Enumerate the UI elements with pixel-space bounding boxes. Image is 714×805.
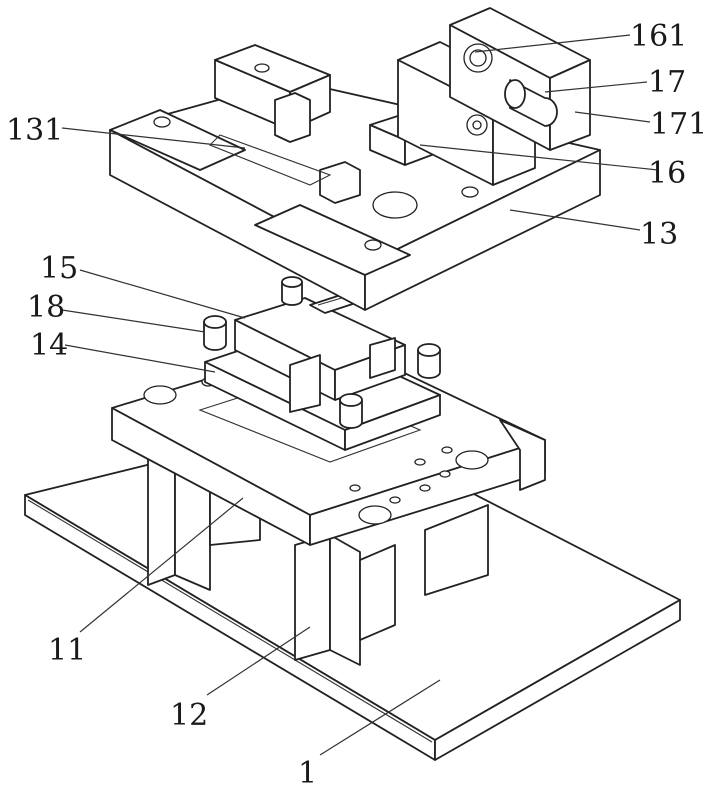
label-16: 16 <box>648 156 686 191</box>
label-1: 1 <box>298 756 317 791</box>
label-171: 171 <box>650 107 707 142</box>
upper-punch-block <box>209 44 361 204</box>
label-11: 11 <box>48 633 86 668</box>
leader-lines <box>61 34 659 756</box>
shaft-161 <box>504 79 558 127</box>
lower-insert-14 <box>204 297 441 451</box>
label-161: 161 <box>630 19 687 54</box>
label-131: 131 <box>6 113 63 148</box>
reference-labels: 161 17 171 131 16 13 15 18 14 11 12 1 <box>6 19 707 791</box>
label-17: 17 <box>648 65 686 100</box>
label-18: 18 <box>27 290 65 325</box>
label-15: 15 <box>40 251 78 286</box>
support-pillars-12 <box>147 449 489 666</box>
guide-posts-18 <box>203 276 441 429</box>
end-block-17 <box>449 7 591 151</box>
label-12: 12 <box>170 698 208 733</box>
label-14: 14 <box>30 328 68 363</box>
label-13: 13 <box>640 217 678 252</box>
